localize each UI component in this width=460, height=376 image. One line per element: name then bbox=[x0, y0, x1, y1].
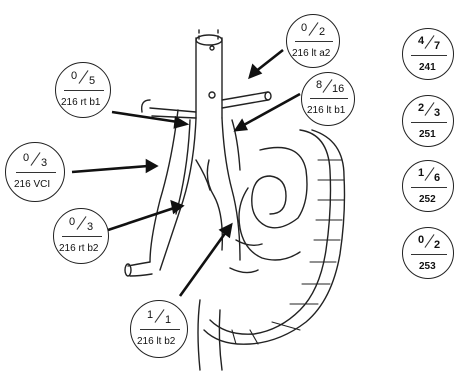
station-241-count: 4 7 241 bbox=[402, 28, 454, 80]
aorta-origin bbox=[209, 92, 215, 98]
numerator: 2 bbox=[418, 103, 424, 114]
station-251-count: 2 3 251 bbox=[402, 95, 454, 147]
denominator: 5 bbox=[89, 76, 95, 87]
numerator: 0 bbox=[418, 235, 424, 246]
arrow-lt-b2 bbox=[180, 232, 226, 296]
right-renal-vessel bbox=[150, 108, 196, 118]
station-code: 216 rt b1 bbox=[61, 97, 100, 108]
station-code: 216 rt b2 bbox=[59, 243, 98, 254]
station-code: 216 lt a2 bbox=[292, 48, 330, 59]
station-code: 252 bbox=[419, 194, 436, 205]
arrow-vci bbox=[72, 166, 148, 172]
label-lt-b1: 8 16 216 lt b1 bbox=[301, 72, 355, 126]
numerator: 0 bbox=[69, 217, 75, 228]
denominator: 2 bbox=[434, 240, 440, 251]
station-code: 253 bbox=[419, 261, 436, 272]
denominator: 3 bbox=[434, 108, 440, 119]
denominator: 3 bbox=[41, 158, 47, 169]
arrow-lt-a2 bbox=[255, 50, 283, 72]
arrow-lt-b1 bbox=[242, 94, 300, 126]
station-code: 216 lt b1 bbox=[307, 105, 345, 116]
numerator: 1 bbox=[418, 168, 424, 179]
arrow-rt-b2 bbox=[108, 208, 174, 230]
numerator: 8 bbox=[316, 80, 322, 91]
numerator: 0 bbox=[23, 153, 29, 164]
station-code: 241 bbox=[419, 62, 436, 73]
numerator: 1 bbox=[147, 310, 153, 321]
left-renal-vessel bbox=[222, 92, 268, 108]
numerator: 0 bbox=[71, 71, 77, 82]
denominator: 2 bbox=[319, 27, 325, 38]
label-rt-b1: 0 5 216 rt b1 bbox=[55, 62, 111, 118]
sigmoid-colon bbox=[252, 148, 307, 228]
station-253-count: 0 2 253 bbox=[402, 227, 454, 279]
denominator: 6 bbox=[434, 173, 440, 184]
station-code: 216 VCI bbox=[14, 179, 50, 190]
station-252-count: 1 6 252 bbox=[402, 160, 454, 212]
aorta-outline bbox=[196, 38, 222, 118]
denominator: 7 bbox=[434, 41, 440, 52]
denominator: 16 bbox=[332, 84, 344, 95]
label-lt-b2: 1 1 216 lt b2 bbox=[130, 300, 188, 358]
label-vci: 0 3 216 VCI bbox=[5, 142, 65, 202]
numerator: 4 bbox=[418, 36, 424, 47]
station-code: 251 bbox=[419, 129, 436, 140]
label-lt-a2: 0 2 216 lt a2 bbox=[286, 14, 340, 68]
denominator: 3 bbox=[87, 222, 93, 233]
station-code: 216 lt b2 bbox=[137, 336, 175, 347]
denominator: 1 bbox=[165, 315, 171, 326]
label-rt-b2: 0 3 216 rt b2 bbox=[53, 208, 109, 264]
numerator: 0 bbox=[301, 23, 307, 34]
iliac-arteries bbox=[160, 118, 240, 270]
